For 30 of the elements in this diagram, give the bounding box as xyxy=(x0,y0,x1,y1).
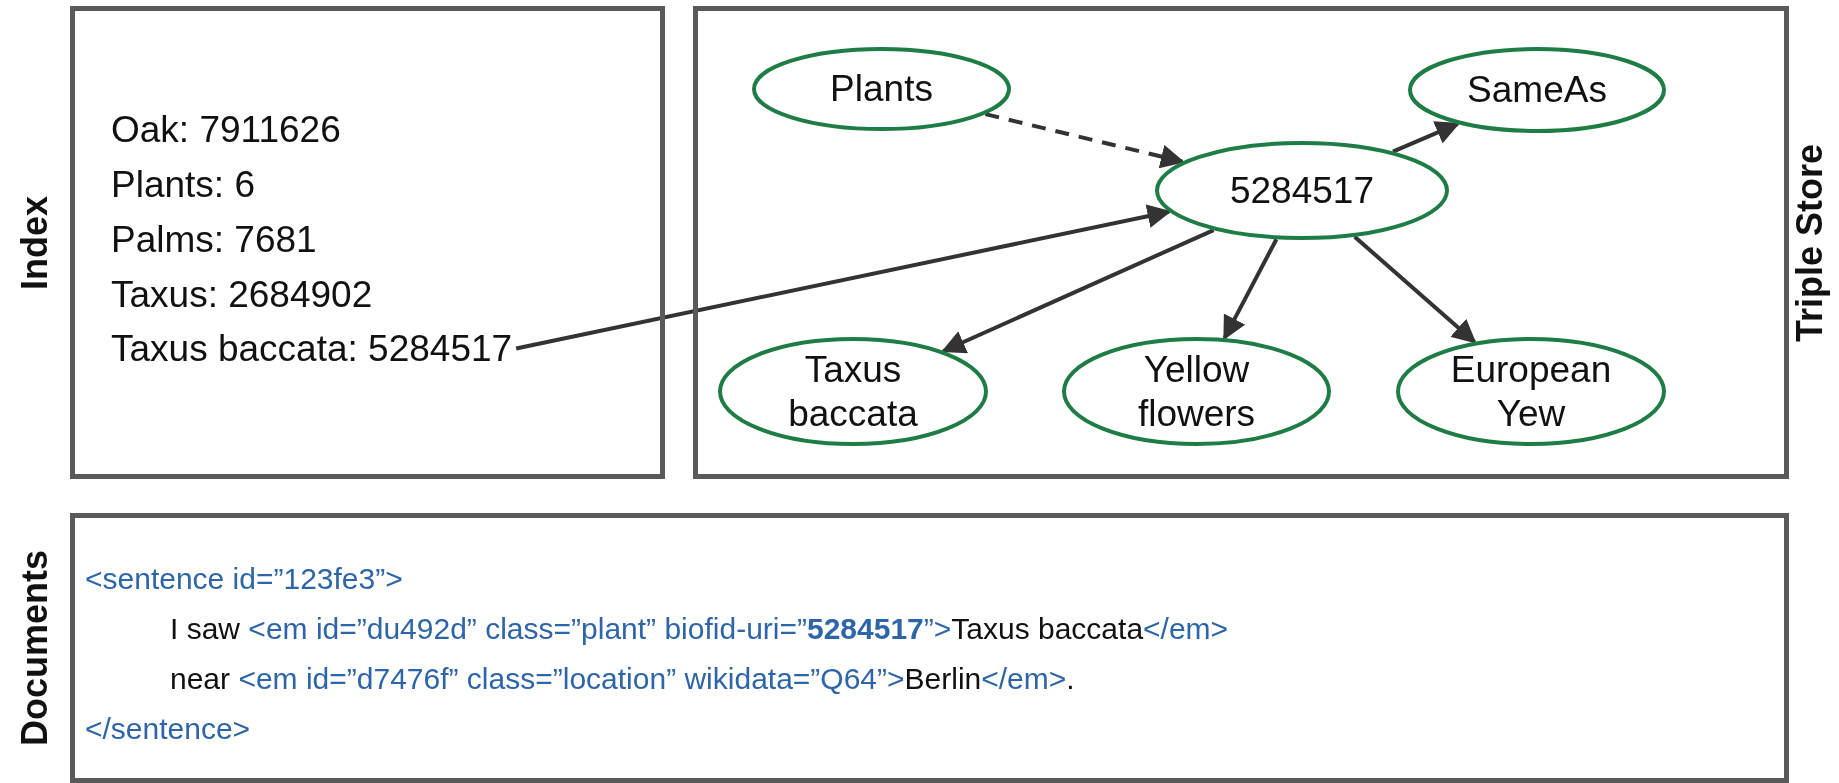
index-entry: Taxus baccata: 5284517 xyxy=(111,321,513,376)
arrow xyxy=(1353,235,1477,344)
code-line: near <em id=”d7476f” class=”location” wikidata=”Q64”>Berlin</em>. xyxy=(169,661,1076,697)
index-entry: Palms: 7681 xyxy=(111,218,318,262)
node-label: SameAs xyxy=(1466,68,1608,112)
panel-heading: Index xyxy=(14,195,56,290)
graph-node xyxy=(752,47,1011,131)
graph-node xyxy=(1062,337,1331,446)
node-label: European Yew xyxy=(1449,347,1613,436)
arrow xyxy=(1222,238,1279,341)
code-line: </sentence> xyxy=(85,711,252,747)
node-label: Plants xyxy=(829,67,934,111)
panel-heading: Triple Store xyxy=(1789,143,1831,342)
code-line: <sentence id=”123fe3”> xyxy=(85,561,404,597)
arrow xyxy=(941,228,1215,354)
index-entry: Taxus: 2684902 xyxy=(111,273,373,317)
graph-node xyxy=(1396,337,1666,446)
graph-node xyxy=(1155,141,1449,240)
graph-node xyxy=(1408,47,1666,133)
code-line: I saw <em id=”du492d” class=”plant” biofid-uri=”5284517”>Taxus baccata</em> xyxy=(169,611,1229,647)
arrow xyxy=(1392,121,1460,154)
index-entry: Plants: 6 xyxy=(111,163,256,207)
node-label: 5284517 xyxy=(1228,168,1375,213)
arrow xyxy=(515,204,1172,351)
node-label: Taxus baccata xyxy=(787,347,919,436)
node-label: Yellow flowers xyxy=(1136,347,1257,436)
index-entry: Oak: 7911626 xyxy=(111,108,342,152)
panel-heading: Documents xyxy=(14,550,56,746)
graph-node xyxy=(718,337,988,446)
arrow xyxy=(984,112,1185,169)
